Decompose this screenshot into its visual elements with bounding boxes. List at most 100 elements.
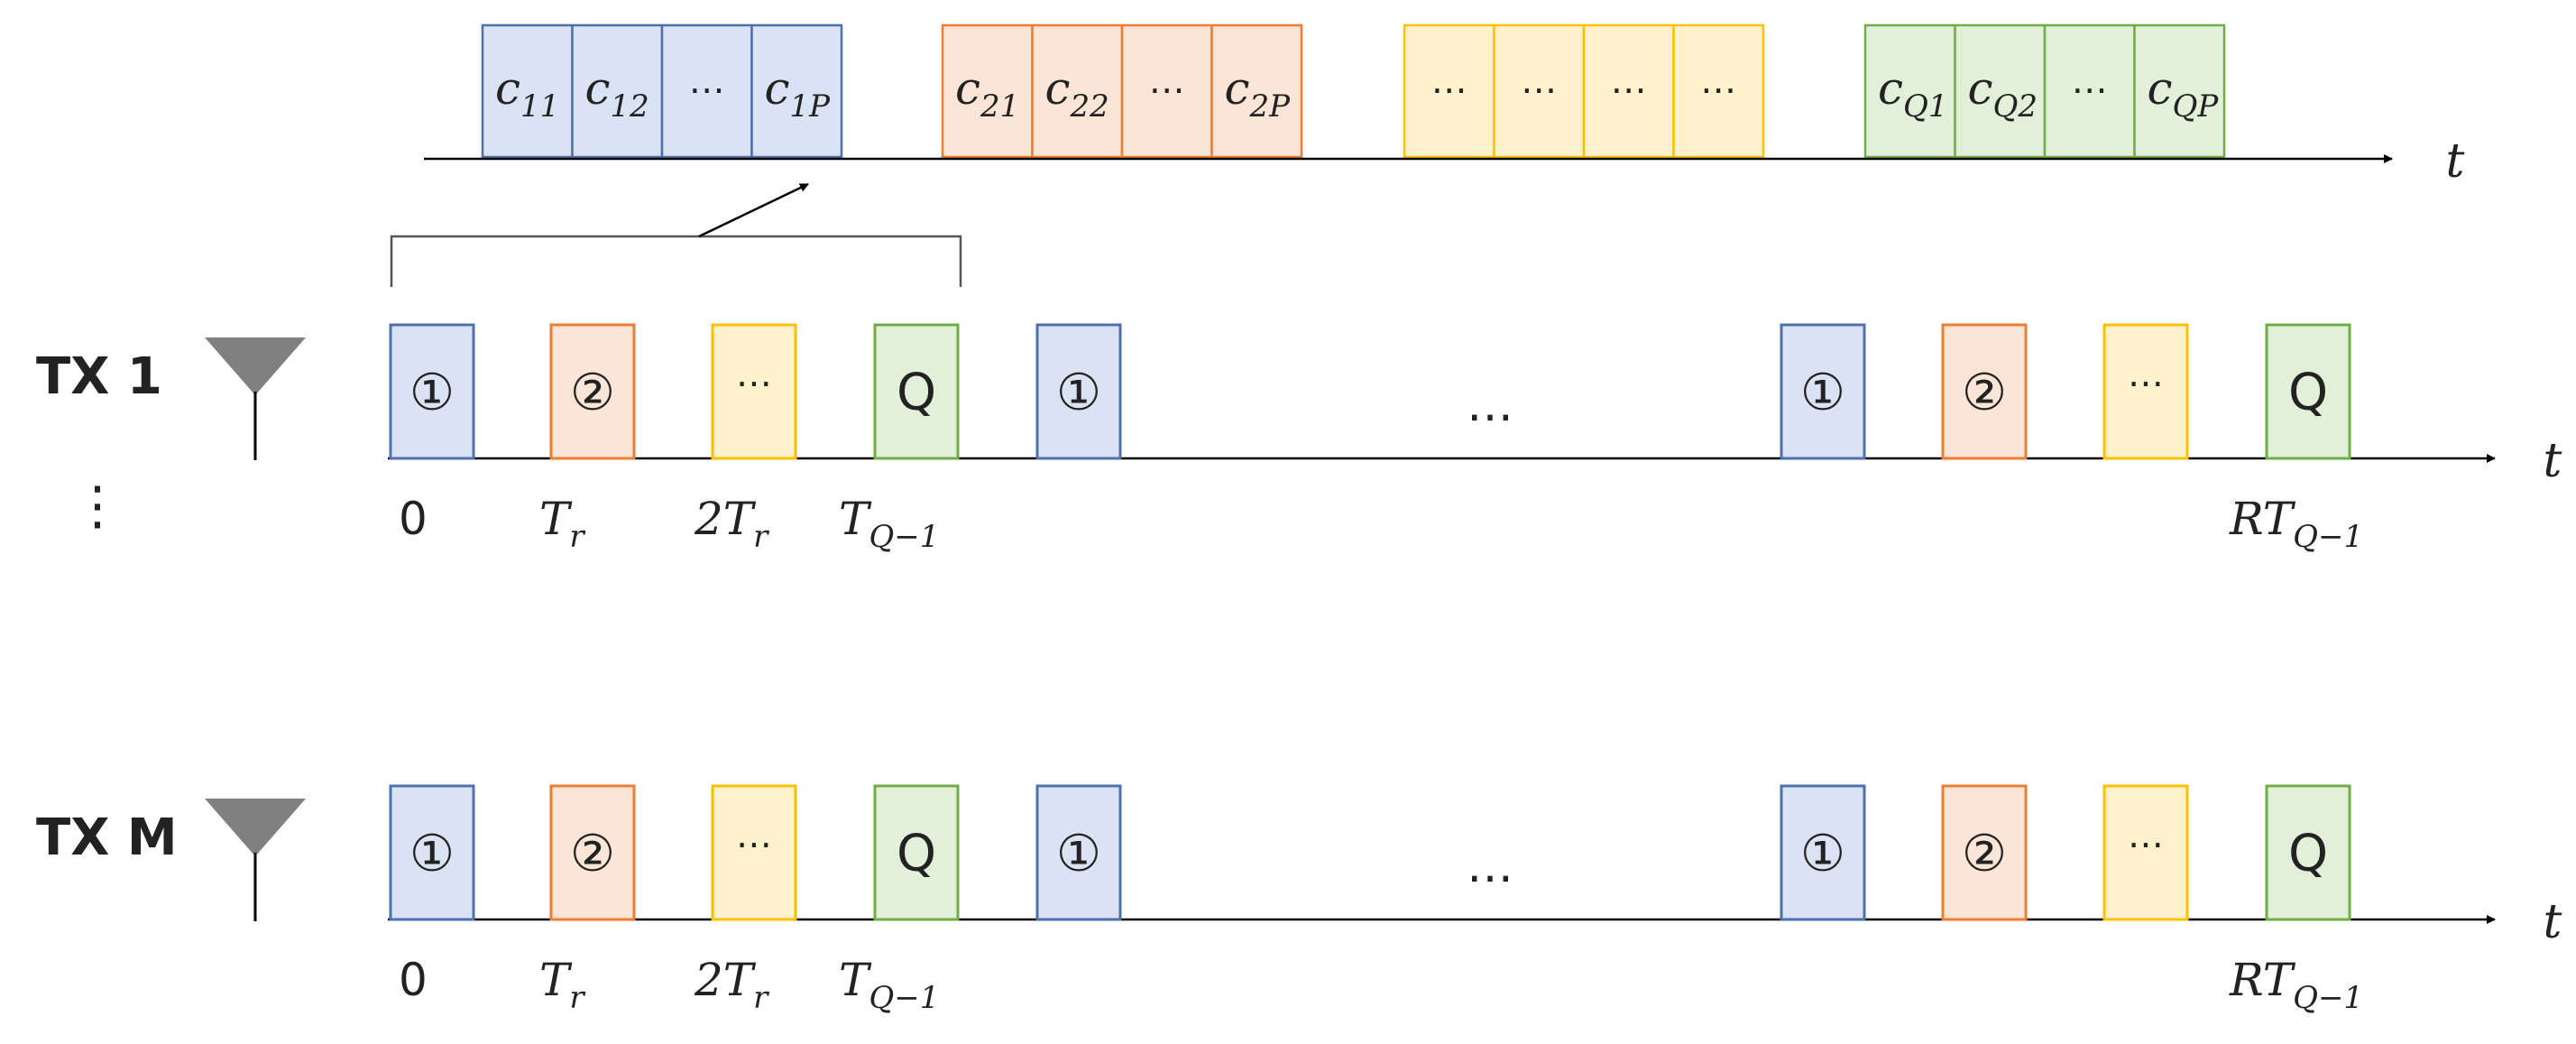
code-chip-box xyxy=(1210,23,1303,159)
time-label-sub: Q−1 xyxy=(869,980,939,1016)
code-chip-box xyxy=(750,23,843,159)
code-chip-label-sub: Q2 xyxy=(1993,88,2038,125)
pulse-box xyxy=(1035,323,1122,460)
code-chip-box xyxy=(660,23,753,159)
pulse-label: ① xyxy=(409,364,455,422)
code-chip-ellipsis: ⋯ xyxy=(1431,69,1467,111)
pulse-label: ② xyxy=(570,364,615,422)
pulse-box xyxy=(711,784,797,921)
pulse-label: ② xyxy=(1962,825,2007,883)
pulse-label: ① xyxy=(1056,364,1101,422)
code-chip-ellipsis: ⋯ xyxy=(1521,69,1557,111)
time-label-base: RT xyxy=(2229,493,2296,545)
code-chip-box xyxy=(2043,23,2136,159)
code-chip-label-sub: 22 xyxy=(1070,88,1109,125)
pulse-label: Q xyxy=(897,364,936,422)
time-label: 0 xyxy=(399,954,428,1006)
pulse-box xyxy=(549,323,636,460)
time-label-base: 2T xyxy=(694,493,757,545)
pulse-label: ⋯ xyxy=(2128,363,2164,404)
pulse-label: ① xyxy=(1800,825,1845,883)
time-label-sub: Q−1 xyxy=(869,519,939,555)
code-chip-ellipsis: ⋯ xyxy=(1700,69,1736,111)
pulse-box xyxy=(1035,784,1122,921)
time-label: Tr xyxy=(539,954,585,1016)
antenna-icon xyxy=(205,799,306,856)
code-chip-label-base: c xyxy=(955,62,980,115)
time-label-base: T xyxy=(539,493,573,545)
time-label-base: 0 xyxy=(399,954,428,1006)
time-label-base: 2T xyxy=(694,954,757,1006)
code-chip-label-sub: 21 xyxy=(980,88,1019,125)
pulse-label: ① xyxy=(1056,825,1101,883)
time-label-sub: Q−1 xyxy=(2293,980,2363,1016)
pulse-box xyxy=(873,323,960,460)
time-label: RTQ−1 xyxy=(2229,493,2363,555)
time-label-base: 0 xyxy=(399,493,428,545)
time-label: TQ−1 xyxy=(839,493,939,555)
pulse-box xyxy=(1941,323,2028,460)
gap-ellipsis: … xyxy=(1467,839,1513,893)
time-label-sub: r xyxy=(753,980,769,1016)
code-chip-label-base: c xyxy=(1968,62,1993,115)
code-chip-label-base: c xyxy=(495,62,520,115)
code-chip-label-sub: 2P xyxy=(1249,88,1292,125)
code-chip-ellipsis: ⋯ xyxy=(1149,69,1185,111)
pulse-label: ① xyxy=(409,825,455,883)
antenna-icon xyxy=(205,337,306,395)
pulse-box xyxy=(389,323,475,460)
pulse-label: Q xyxy=(2288,364,2328,422)
time-label-sub: r xyxy=(569,980,585,1016)
axis-label: t xyxy=(2544,895,2562,949)
pulse-box xyxy=(2265,784,2351,921)
code-chip-label-base: c xyxy=(1878,62,1903,115)
pulse-box xyxy=(2265,323,2351,460)
time-label-base: T xyxy=(839,954,872,1006)
code-chip-box xyxy=(1954,23,2047,159)
pulse-box xyxy=(711,323,797,460)
pulse-box xyxy=(2102,323,2189,460)
code-chip-box xyxy=(1672,23,1765,159)
bracket-line xyxy=(390,235,962,287)
pulse-label: ① xyxy=(1800,364,1845,422)
code-chip-box xyxy=(1403,23,1495,159)
code-chip-label-base: c xyxy=(765,62,790,115)
pulse-box xyxy=(873,784,960,921)
pulse-label: ② xyxy=(570,825,615,883)
time-label: 2Tr xyxy=(694,493,769,555)
code-chip-label-sub: 1P xyxy=(790,88,832,125)
time-label-base: T xyxy=(539,954,573,1006)
code-chip-label: cQ2 xyxy=(1968,62,2038,125)
time-label: Tr xyxy=(539,493,585,555)
code-chip-box xyxy=(2133,23,2226,159)
code-chip-label-sub: QP xyxy=(2173,88,2220,125)
code-chip-box xyxy=(1582,23,1675,159)
time-label: 0 xyxy=(399,493,428,545)
vertical-ellipsis: ⋮ xyxy=(71,475,124,536)
time-label-sub: r xyxy=(753,519,769,555)
transmitter-label: TX 1 xyxy=(36,347,162,406)
time-label-base: T xyxy=(839,493,872,545)
code-chip-label: c11 xyxy=(495,62,559,125)
code-chip-label: c1P xyxy=(765,62,832,125)
code-chip-label-sub: 12 xyxy=(611,88,649,125)
code-bracket xyxy=(390,182,962,287)
code-chip-box xyxy=(1031,23,1124,159)
pulse-label: Q xyxy=(2288,825,2328,883)
code-chip-ellipsis: ⋯ xyxy=(1611,69,1647,111)
code-chip-label: c12 xyxy=(585,62,649,125)
time-label: 2Tr xyxy=(694,954,769,1016)
pulse-label: ② xyxy=(1962,364,2007,422)
pulse-box xyxy=(389,784,475,921)
pulse-label: ⋯ xyxy=(736,824,772,865)
bracket-pointer-arrow xyxy=(698,182,809,238)
pulse-box xyxy=(549,784,636,921)
code-chip-box xyxy=(1120,23,1213,159)
code-chip-box xyxy=(1493,23,1586,159)
time-label-sub: Q−1 xyxy=(2293,519,2363,555)
code-chip-label: c2P xyxy=(1225,62,1292,125)
